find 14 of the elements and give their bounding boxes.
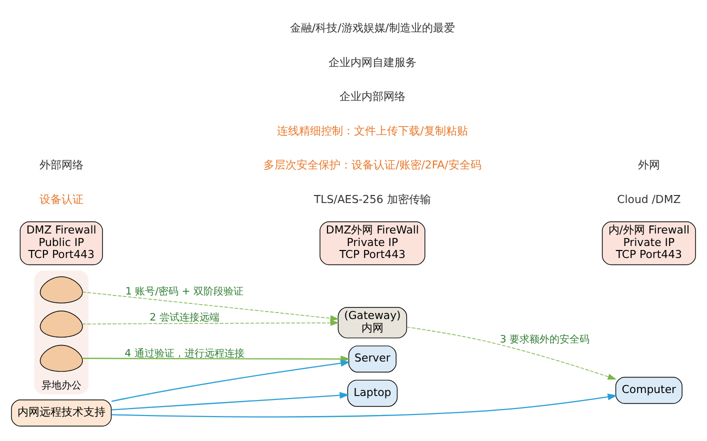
edge-label: 4 通过验证，进行远程连接 [124, 348, 244, 359]
label: TLS/AES-256 加密传输 [314, 192, 431, 206]
edge-label: 3 要求额外的安全码 [500, 334, 590, 345]
label: 连线精细控制：文件上传下载/复制粘贴 [277, 124, 468, 137]
edge-label: 2 尝试连接远端 [150, 312, 220, 324]
label: 金融/科技/游戏娱媒/制造业的最爱 [290, 21, 455, 34]
label: 外网 [638, 158, 660, 172]
label: 设备认证 [39, 192, 84, 206]
edge-label: 1 账号/密码 + 双阶段验证 [125, 286, 244, 297]
label: Cloud /DMZ [617, 192, 681, 206]
label: 企业内部网络 [339, 90, 406, 103]
label: 多层次安全保护：设备认证/账密/2FA/安全码 [264, 158, 482, 172]
label: 企业内网自建服务 [328, 55, 416, 68]
label: 外部网络 [39, 158, 84, 172]
